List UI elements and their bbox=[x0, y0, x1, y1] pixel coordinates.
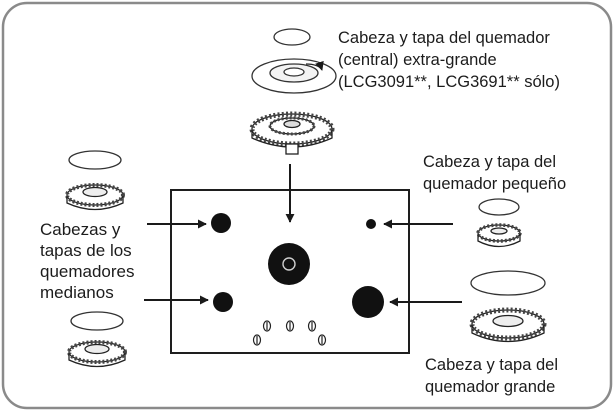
center-burner-label: Cabeza y tapa del quemador (central) ext… bbox=[338, 27, 560, 93]
medium-burners-label-line: quemadores bbox=[40, 262, 135, 281]
medium-burners-label: Cabezas y tapas de los quemadores median… bbox=[40, 219, 135, 303]
knob-icon bbox=[262, 320, 272, 332]
small-burner-marker bbox=[366, 219, 376, 229]
medium-burner-upper-head-icon bbox=[65, 183, 125, 211]
center-burner-label-line: (central) extra-grande bbox=[338, 51, 497, 69]
large-burner-label: Cabeza y tapa del quemador grande bbox=[425, 354, 558, 398]
knob-icon bbox=[252, 334, 262, 346]
knob-icon bbox=[285, 320, 295, 332]
large-burner-label-line: quemador grande bbox=[425, 378, 556, 396]
medium-burner-lower-cap-icon bbox=[70, 311, 124, 331]
center-burner-base-icon bbox=[249, 111, 335, 155]
center-burner-cap-icon bbox=[273, 28, 311, 46]
small-burner-head-icon bbox=[476, 223, 522, 248]
small-burner-label-line: quemador pequeño bbox=[423, 175, 567, 193]
small-burner-label-line: Cabeza y tapa del bbox=[423, 153, 557, 171]
knob-icon bbox=[317, 334, 327, 346]
rotation-arrow-icon bbox=[305, 60, 324, 71]
medium-burners-label-line: tapas de los bbox=[40, 241, 132, 260]
center-burner-marker bbox=[268, 243, 310, 285]
large-burner-cap-icon bbox=[470, 270, 546, 296]
control-knobs bbox=[252, 320, 327, 346]
small-burner-label: Cabeza y tapa del quemador pequeño bbox=[423, 151, 566, 195]
knob-icon bbox=[307, 320, 317, 332]
medium-burner-lower-head-icon bbox=[67, 340, 127, 368]
medium-burners-label-line: medianos bbox=[40, 283, 114, 302]
medium-burner-upper-cap-icon bbox=[68, 150, 122, 170]
large-burner-label-line: Cabeza y tapa del bbox=[425, 356, 559, 374]
medium-burners-label-line: Cabezas y bbox=[40, 220, 121, 239]
medium-burner-lower-left bbox=[213, 292, 233, 312]
center-burner-label-line: (LCG3091**, LCG3691** sólo) bbox=[338, 73, 560, 91]
medium-burner-upper-left bbox=[211, 213, 231, 233]
center-burner-label-line: Cabeza y tapa del quemador bbox=[338, 29, 550, 47]
large-burner-head-icon bbox=[469, 307, 547, 343]
large-burner-marker bbox=[352, 286, 384, 318]
small-burner-cap-icon bbox=[478, 198, 520, 216]
center-burner-head-icon bbox=[251, 58, 337, 94]
